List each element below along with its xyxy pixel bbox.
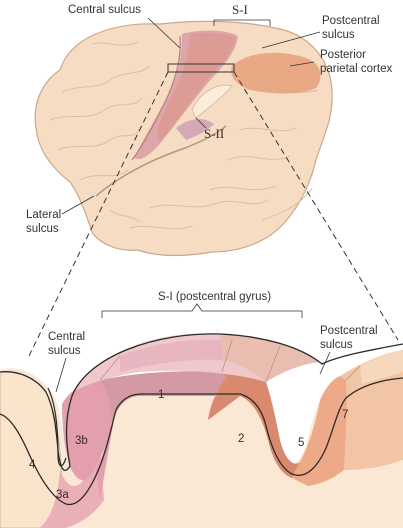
s2-label: S-II	[204, 126, 224, 141]
posterior-parietal-label-1: Posterior	[320, 49, 366, 61]
area-5	[292, 376, 347, 486]
posterior-parietal-label-2: parietal cortex	[320, 63, 392, 75]
central-sulcus-label-top: Central sulcus	[68, 4, 141, 16]
brain-lateral-view	[35, 21, 332, 255]
area-5-label: 5	[298, 437, 304, 449]
posterior-parietal-region	[231, 53, 320, 94]
central-sulcus-label-bottom-2: sulcus	[48, 345, 81, 357]
postcentral-sulcus-label-top-1: Postcentral	[322, 15, 380, 27]
area-4-label: 4	[29, 459, 36, 471]
s1-label-top: S-I	[232, 2, 248, 17]
area-3a-label: 3a	[56, 489, 69, 501]
area-7-label: 7	[342, 409, 348, 421]
gyrus-bracket	[102, 304, 302, 318]
lateral-sulcus-label-1: Lateral	[26, 209, 61, 221]
area-1-label: 1	[158, 389, 164, 401]
lateral-sulcus-label-2: sulcus	[26, 223, 59, 235]
central-sulcus-label-bottom-1: Central	[48, 331, 85, 343]
gyrus-title: S-I (postcentral gyrus)	[158, 291, 271, 303]
postcentral-sulcus-label-top-2: sulcus	[322, 29, 355, 41]
postcentral-sulcus-label-bottom-1: Postcentral	[320, 325, 378, 337]
postcentral-sulcus-label-bottom-2: sulcus	[320, 339, 353, 351]
area-2-label: 2	[238, 433, 244, 445]
area-3b-label: 3b	[75, 435, 88, 447]
